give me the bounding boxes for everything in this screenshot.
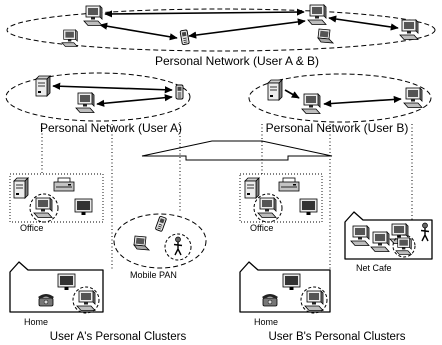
desktop-pc-icon (304, 290, 324, 311)
mobile-phone-icon (175, 84, 184, 100)
laptop-icon (133, 235, 150, 251)
server-icon (13, 177, 29, 199)
link-arrow (323, 95, 402, 108)
desktop-pc-icon (83, 5, 103, 26)
person-icon (420, 222, 430, 242)
office-b-cluster: Office (239, 173, 323, 233)
home-a-label: Home (24, 317, 48, 327)
link-arrow (99, 22, 178, 41)
network-a-boundary (5, 72, 191, 122)
printer-icon (53, 177, 75, 192)
person-icon (173, 236, 183, 256)
home-b-cluster: Home (239, 261, 331, 327)
office-a-cluster: Office (9, 173, 104, 233)
server-icon (267, 79, 283, 101)
desktop-pc-icon (403, 87, 423, 108)
network-ab-label: Personal Network (User A & B) (155, 54, 319, 68)
network-b-label: Personal Network (User B) (266, 121, 409, 135)
link-arrow (328, 15, 399, 31)
monitor-icon (299, 198, 318, 216)
desktop-pc-icon (307, 4, 327, 25)
monitor-icon (57, 273, 76, 291)
desktop-pc-icon (61, 29, 78, 48)
user-b-clusters-caption: User B's Personal Clusters (268, 331, 405, 343)
printer-icon (278, 177, 300, 192)
personal-device-ring (164, 233, 192, 261)
server-icon (244, 177, 260, 199)
link-arrow (96, 94, 173, 107)
office-b-label: Office (250, 223, 273, 233)
desktop-pc-icon (370, 231, 390, 252)
office-a-label: Office (20, 223, 43, 233)
house-icon (239, 261, 331, 313)
laptop-icon (317, 28, 334, 44)
house-icon (344, 211, 433, 260)
network-user-ab: Personal Network (User A & B) (6, 4, 436, 68)
network-user-a: Personal Network (User A) (5, 72, 191, 135)
mobile-phone-icon (154, 215, 168, 233)
personal-device-ring (300, 286, 328, 314)
home-a-cluster: Home (9, 261, 104, 327)
desk-phone-icon (37, 293, 55, 307)
mobile-pan-boundary (113, 213, 207, 269)
user-a-clusters-caption: User A's Personal Clusters (50, 331, 187, 343)
cluster-link-lines (41, 122, 413, 270)
desktop-pc-icon (301, 93, 321, 114)
mobile-phone-icon (179, 29, 190, 46)
personal-device-ring (29, 193, 59, 223)
aggregation-arrow (141, 140, 333, 161)
house-icon (9, 261, 104, 313)
desktop-pc-icon (76, 290, 96, 311)
server-icon (35, 75, 51, 97)
desktop-pc-icon (399, 19, 419, 40)
desktop-pc-icon (395, 237, 412, 255)
office-b-boundary (239, 173, 323, 223)
network-user-b: Personal Network (User B) (248, 73, 432, 135)
network-b-boundary (248, 73, 432, 123)
personal-device-ring (253, 193, 283, 223)
office-a-boundary (9, 173, 104, 223)
link-arrow (52, 82, 173, 94)
personal-device-ring (392, 234, 416, 258)
net-cafe-cluster: Net Cafe (344, 211, 433, 273)
desk-phone-icon (261, 293, 279, 307)
link-arrow (188, 18, 306, 39)
monitor-icon (74, 198, 93, 216)
home-b-label: Home (254, 317, 278, 327)
desktop-pc-icon (257, 197, 277, 218)
desktop-pc-icon (33, 197, 53, 218)
desktop-pc-icon (350, 225, 370, 246)
personal-device-ring (72, 286, 100, 314)
mobile-pan-cluster: Mobile PAN (113, 213, 207, 280)
link-arrow (104, 8, 305, 18)
network-a-label: Personal Network (User A) (40, 121, 182, 135)
mobile-pan-label: Mobile PAN (130, 270, 177, 280)
desktop-pc-icon (75, 92, 95, 113)
link-arrow (284, 89, 300, 99)
monitor-icon (282, 273, 301, 291)
net-cafe-label: Net Cafe (356, 263, 392, 273)
